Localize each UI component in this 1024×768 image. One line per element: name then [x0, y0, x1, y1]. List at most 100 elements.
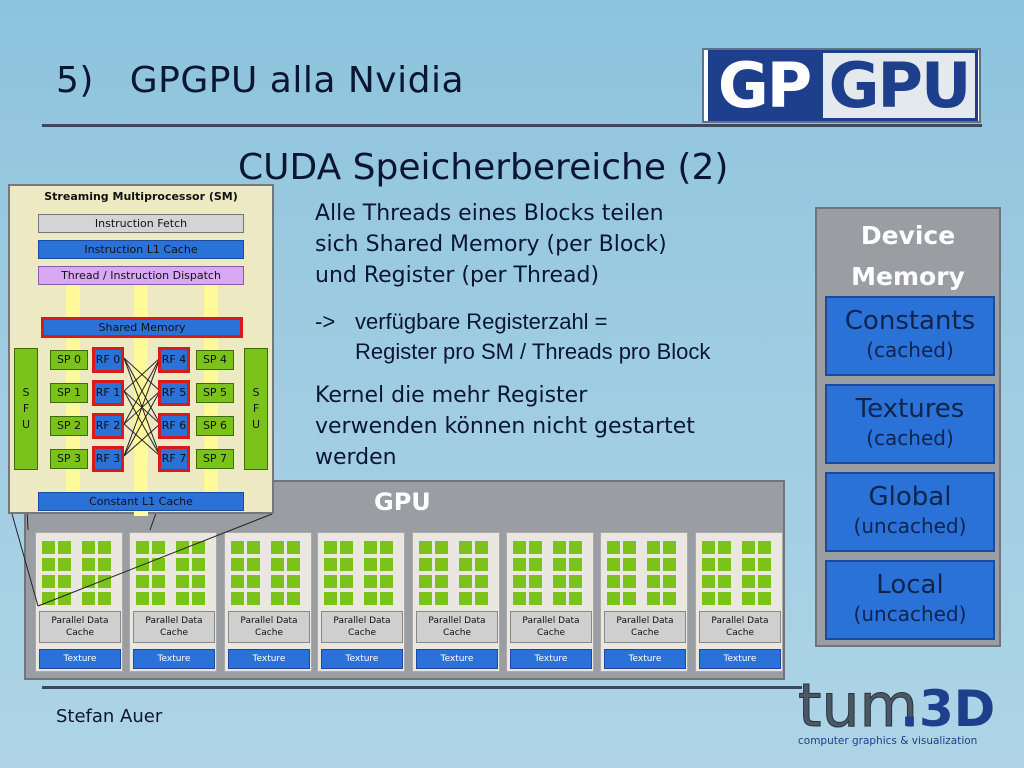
para1-line3: und Register (per Thread)	[315, 263, 600, 288]
sp-core	[287, 575, 300, 588]
texture-unit: Texture	[604, 649, 686, 669]
sp-core	[663, 592, 676, 605]
device-memory-panel: Device Memory Constants (cached) Texture…	[815, 207, 1001, 647]
sp-core	[607, 541, 620, 554]
sp-core	[287, 592, 300, 605]
sp-core	[758, 592, 771, 605]
sm-core-grid	[417, 539, 497, 607]
sp-core	[607, 592, 620, 605]
sfu-left-label: S F U	[21, 386, 31, 431]
sp-left-2: SP 2	[50, 416, 88, 436]
pdc-label-line2: Cache	[537, 628, 565, 638]
sp-core	[435, 541, 448, 554]
memory-global-name: Global	[868, 482, 952, 512]
sp-core	[324, 592, 337, 605]
sp-core	[98, 558, 111, 571]
sp-core	[607, 558, 620, 571]
sp-core	[419, 541, 432, 554]
sp-core	[569, 541, 582, 554]
rf-right-3: RF 7	[158, 446, 190, 472]
sp-core	[647, 592, 660, 605]
sp-core	[702, 575, 715, 588]
sp-core	[247, 541, 260, 554]
sp-core	[435, 575, 448, 588]
sm-core-grid	[229, 539, 309, 607]
sp-core	[419, 592, 432, 605]
sp-core	[529, 558, 542, 571]
sp-core	[247, 592, 260, 605]
sp-core	[271, 592, 284, 605]
slide-subtitle: CUDA Speicherbereiche (2)	[238, 147, 729, 188]
rf-right-0: RF 4	[158, 347, 190, 373]
sp-core	[82, 592, 95, 605]
sp-core	[553, 592, 566, 605]
sp-core	[364, 541, 377, 554]
sp-core	[231, 575, 244, 588]
sp-core	[435, 558, 448, 571]
sp-core	[702, 558, 715, 571]
sp-core	[340, 575, 353, 588]
sp-core	[82, 558, 95, 571]
sp-core	[513, 558, 526, 571]
sp-right-0: SP 4	[196, 350, 234, 370]
texture-unit: Texture	[39, 649, 121, 669]
sp-core	[742, 575, 755, 588]
sp-core	[475, 558, 488, 571]
memory-local-note: (uncached)	[853, 602, 967, 626]
sp-core	[663, 558, 676, 571]
texture-unit: Texture	[699, 649, 781, 669]
slide-title: 5) GPGPU alla Nvidia	[56, 60, 465, 101]
sp-core	[718, 592, 731, 605]
sp-core	[419, 575, 432, 588]
sp-core	[459, 575, 472, 588]
pdc-label-line2: Cache	[255, 628, 283, 638]
instruction-l1-bar: Instruction L1 Cache	[38, 240, 244, 259]
memory-local: Local (uncached)	[825, 560, 995, 640]
sp-core	[513, 541, 526, 554]
rf-left-3: RF 3	[92, 446, 124, 472]
memory-constants-note: (cached)	[866, 338, 954, 362]
sp-core	[192, 592, 205, 605]
paragraph-kernel: Kernel die mehr Register verwenden könne…	[315, 380, 795, 473]
sp-core	[742, 558, 755, 571]
sp-core	[513, 592, 526, 605]
sp-core	[364, 592, 377, 605]
sp-right-1: SP 5	[196, 383, 234, 403]
sm-title: Streaming Multiprocessor (SM)	[44, 190, 238, 203]
sm-core-grid	[605, 539, 685, 607]
sp-core	[152, 592, 165, 605]
sp-core	[742, 541, 755, 554]
sp-core	[152, 575, 165, 588]
texture-unit: Texture	[321, 649, 403, 669]
sp-core	[623, 592, 636, 605]
sp-core	[380, 558, 393, 571]
sp-left-3: SP 3	[50, 449, 88, 469]
pdc-label-line1: Parallel Data	[51, 616, 109, 626]
sp-core	[553, 558, 566, 571]
para1-line2: sich Shared Memory (per Block)	[315, 232, 667, 257]
sp-core	[176, 558, 189, 571]
memory-textures: Textures (cached)	[825, 384, 995, 464]
sp-core	[623, 541, 636, 554]
sp-core	[42, 541, 55, 554]
texture-unit: Texture	[133, 649, 215, 669]
memory-textures-note: (cached)	[866, 426, 954, 450]
sp-core	[82, 541, 95, 554]
sp-core	[647, 541, 660, 554]
sp-core	[529, 592, 542, 605]
tum-logo-caption: computer graphics & visualization	[798, 735, 977, 747]
sp-core	[136, 541, 149, 554]
sp-core	[231, 592, 244, 605]
sp-core	[271, 575, 284, 588]
sp-core	[758, 558, 771, 571]
sp-core	[247, 558, 260, 571]
sp-core	[435, 592, 448, 605]
logo-gp-text: GP	[708, 50, 820, 121]
sp-core	[758, 541, 771, 554]
sp-core	[623, 558, 636, 571]
pdc-label-line1: Parallel Data	[616, 616, 674, 626]
